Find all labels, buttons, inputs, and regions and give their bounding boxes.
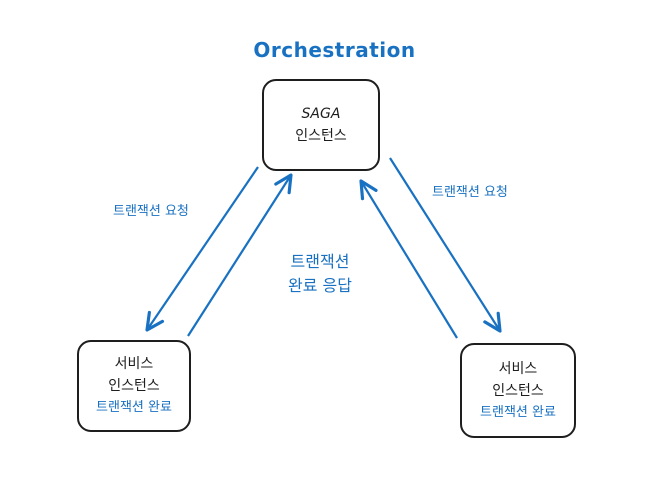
request-label-left: 트랜잭션 요청 [113, 204, 189, 219]
instance-label: 인스턴스 [492, 382, 544, 399]
request-label-right: 트랜잭션 요청 [432, 185, 508, 200]
response-arrow-left [187, 173, 293, 337]
saga-instance-label: 인스턴스 [295, 128, 347, 144]
service-label: 서비스 [114, 356, 154, 372]
response-label: 트랜잭션 완료 응답 [270, 250, 370, 298]
response-label-line2: 완료 응답 [288, 276, 352, 295]
instance-label: 인스턴스 [108, 378, 160, 394]
diagram-title: Orchestration [253, 38, 416, 62]
service-instance-right-box: 서비스 인스턴스 트랜잭션 완료 [460, 343, 576, 438]
response-arrow-right [359, 179, 458, 339]
service-label: 서비스 [498, 360, 538, 377]
response-label-line1: 트랜잭션 [290, 252, 350, 271]
transaction-complete-label: 트랜잭션 완료 [480, 404, 556, 420]
transaction-complete-label: 트랜잭션 완료 [96, 400, 172, 415]
saga-label: SAGA [301, 106, 341, 122]
saga-instance-box: SAGA 인스턴스 [262, 79, 380, 171]
request-arrow-right [389, 157, 502, 333]
request-arrow-left [145, 166, 259, 332]
service-instance-left-box: 서비스 인스턴스 트랜잭션 완료 [77, 340, 191, 432]
